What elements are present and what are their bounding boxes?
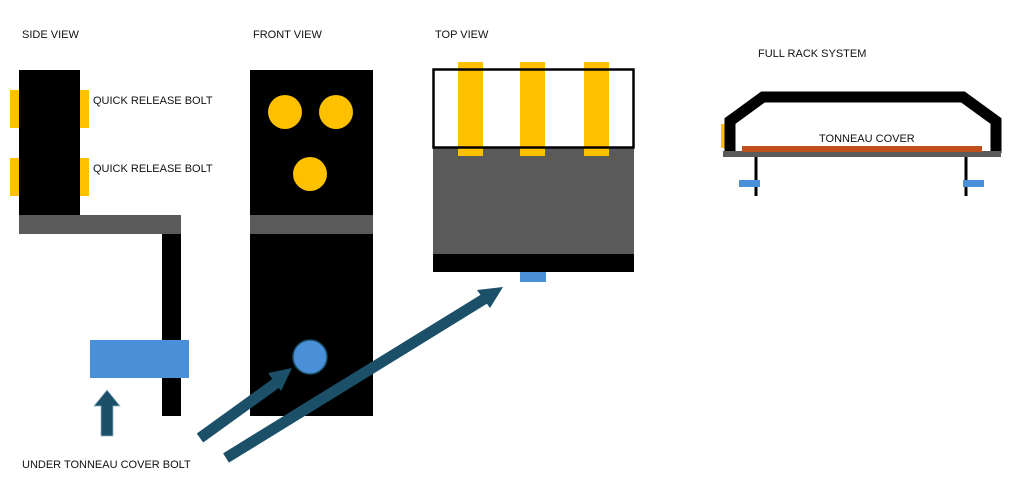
top-view-title: TOP VIEW [435, 29, 489, 41]
side-vertical-leg [162, 234, 181, 416]
front-view-title: FRONT VIEW [253, 29, 322, 41]
tonneau-cover-label: TONNEAU COVER [819, 133, 915, 145]
front-bolt-3 [293, 157, 327, 191]
arrow-head-top [477, 287, 503, 308]
rack-right-under-bolt [963, 180, 984, 187]
front-rail [250, 215, 373, 234]
full-rack-view: FULL RACK SYSTEM TONNEAU COVER [721, 48, 1002, 196]
top-frame-outline [432, 68, 635, 149]
rack-deck [723, 151, 1001, 157]
side-under-cover-bolt [90, 340, 189, 378]
tonneau-cover-bar [742, 146, 982, 152]
quick-release-label-1: QUICK RELEASE BOLT [93, 95, 213, 107]
front-bolt-2 [319, 95, 353, 129]
arrow-to-top-bolt [223, 291, 492, 463]
front-upper-block [250, 70, 373, 215]
side-bolt-1-right [79, 90, 89, 128]
side-bolt-2-right [79, 158, 89, 196]
rack-left-under-bolt [739, 180, 760, 187]
top-deck-black [433, 254, 634, 272]
rack-left-bolt [721, 124, 726, 148]
side-mount-block [19, 70, 80, 215]
arrow-to-front-bolt [196, 376, 283, 443]
top-bolt-strip-2 [520, 62, 545, 156]
front-under-cover-bolt [292, 339, 328, 375]
side-rail [19, 215, 181, 234]
side-view-title: SIDE VIEW [22, 29, 79, 41]
side-bolt-1-left [10, 90, 20, 128]
arrow-head-front [268, 368, 292, 391]
quick-release-label-2: QUICK RELEASE BOLT [93, 163, 213, 175]
side-up-arrow [93, 389, 121, 437]
top-under-cover-bolt [520, 272, 546, 282]
front-view: FRONT VIEW [250, 29, 373, 416]
top-view: TOP VIEW [432, 29, 635, 282]
side-view: SIDE VIEW QUICK RELEASE BOLT QUICK RELEA… [10, 29, 213, 471]
top-bolt-strip-1 [458, 62, 483, 156]
side-bolt-2-left [10, 158, 20, 196]
top-deck-gray [433, 148, 634, 254]
front-bolt-1 [268, 95, 302, 129]
full-rack-title: FULL RACK SYSTEM [758, 48, 866, 60]
rack-frame [724, 91, 1002, 153]
top-bolt-strip-3 [584, 62, 609, 156]
under-bolt-label: UNDER TONNEAU COVER BOLT [22, 459, 191, 471]
